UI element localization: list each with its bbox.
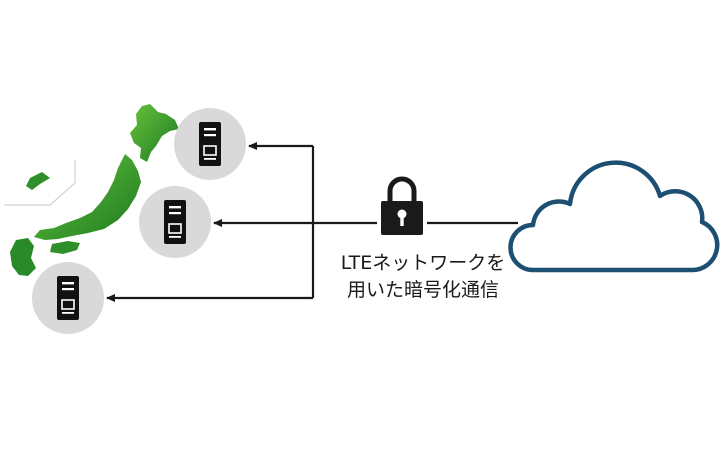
japan-map-icon (4, 104, 179, 276)
cloud-icon (508, 160, 720, 273)
device-top (174, 108, 246, 180)
terminal-device-icon (56, 275, 80, 321)
caption-line-2: 用いた暗号化通信 (346, 279, 499, 301)
encrypted-communication-caption: LTEネットワークを 用いた暗号化通信 (318, 250, 528, 304)
terminal-device-icon (198, 121, 222, 167)
device-bottom (32, 262, 104, 334)
connection-lines (106, 142, 518, 302)
terminal-device-icon (163, 199, 187, 245)
padlock-icon (381, 176, 423, 235)
caption-line-1: LTEネットワークを (340, 252, 506, 274)
device-middle (139, 186, 211, 258)
